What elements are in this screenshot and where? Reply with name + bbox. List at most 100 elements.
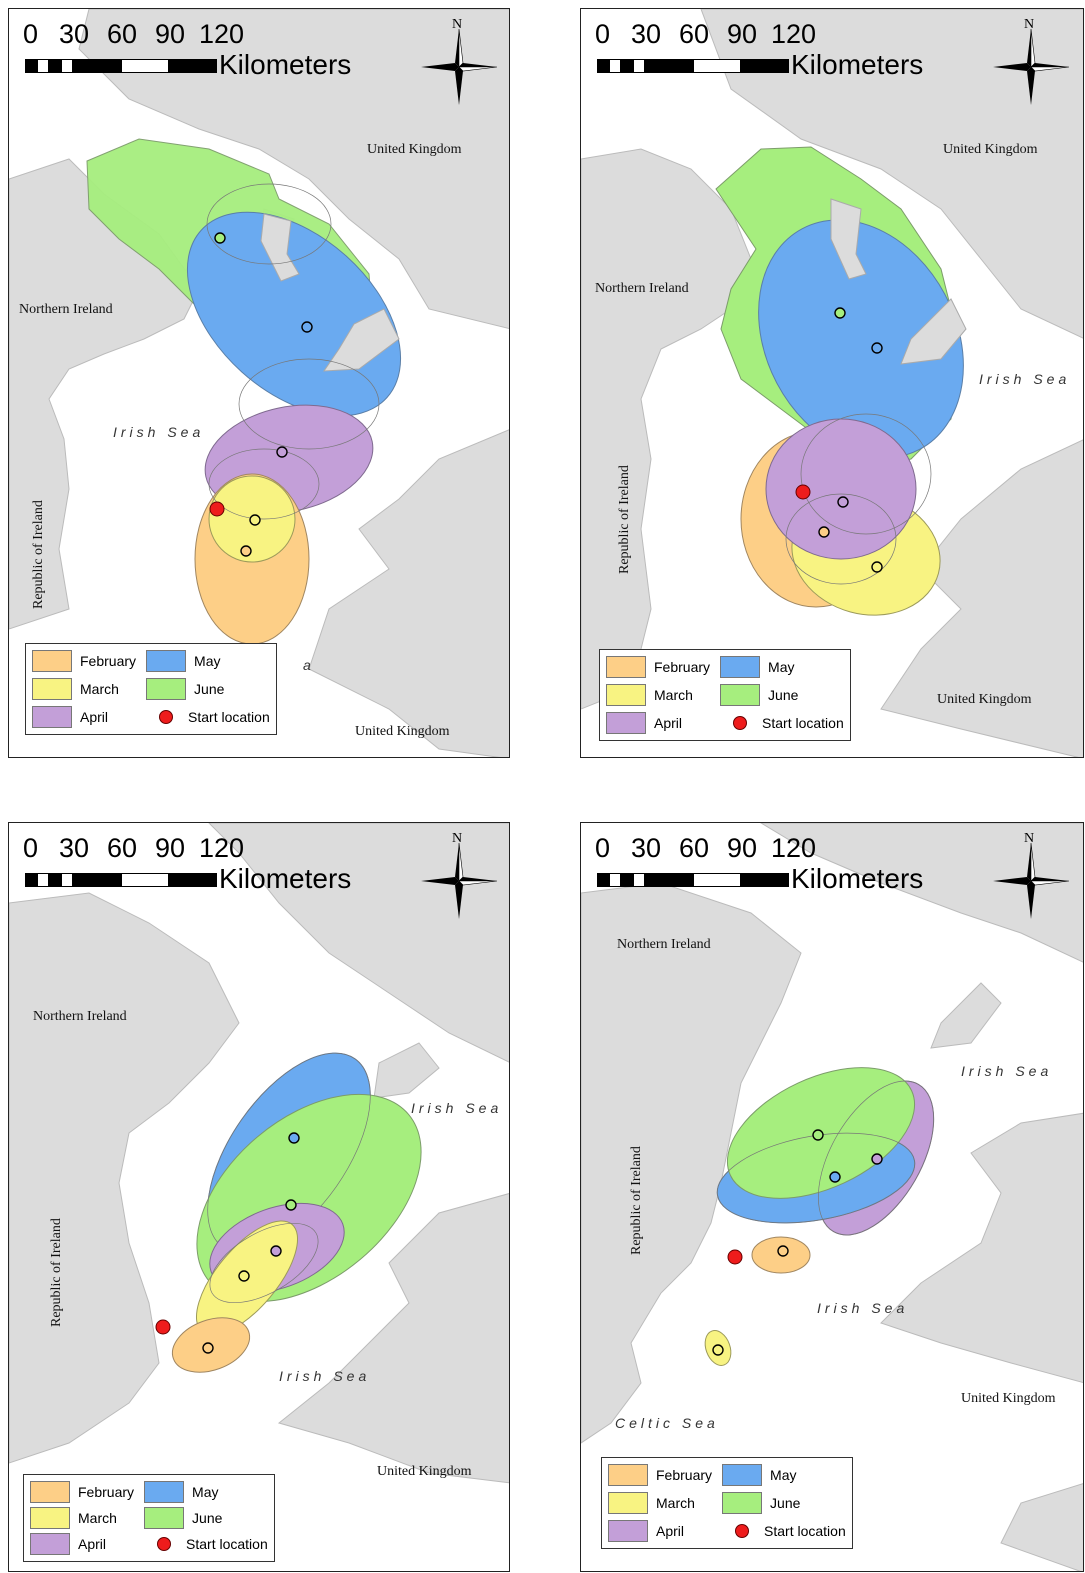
- label-uk-bottom: United Kingdom: [355, 724, 450, 739]
- scale-unit: Kilometers: [791, 49, 924, 80]
- land-isle-overlay: [323, 308, 400, 372]
- june-centroid: [285, 1199, 297, 1211]
- swatch-june: [144, 1507, 185, 1529]
- compass-rose-icon: [993, 843, 1070, 919]
- legend-march: March: [32, 678, 136, 700]
- legend-march: March: [608, 1492, 712, 1514]
- legend-may: May: [146, 650, 270, 672]
- legend: February May March June April Start loca…: [601, 1457, 853, 1549]
- legend-february: February: [606, 656, 710, 678]
- legend-start: Start location: [146, 706, 270, 728]
- label-uk-bottom: United Kingdom: [937, 692, 1032, 707]
- swatch-june: [722, 1492, 763, 1514]
- legend-april: April: [30, 1533, 134, 1555]
- scale-segments: [25, 59, 217, 75]
- june-centroid: [214, 232, 226, 244]
- label-uk-bottom: United Kingdom: [377, 1464, 472, 1479]
- scale-unit: Kilometers: [219, 49, 352, 80]
- april-outline: [817, 1080, 935, 1236]
- label-uk-top: United Kingdom: [943, 142, 1038, 157]
- label-northern-ireland: Northern Ireland: [595, 281, 689, 296]
- scale-unit: Kilometers: [219, 863, 352, 894]
- map-panel-4: 0 30 60 90 120 Kilometers N Northern Ire…: [580, 822, 1084, 1572]
- land-isle: [930, 982, 1002, 1049]
- scale-tick: 30: [631, 833, 662, 863]
- north-arrow: N: [991, 9, 1071, 105]
- north-arrow: N: [419, 823, 499, 919]
- scale-tick: 30: [59, 833, 90, 863]
- label-republic-of-ireland: Republic of Ireland: [31, 500, 46, 609]
- legend-june: June: [144, 1507, 268, 1529]
- march-centroid: [712, 1344, 724, 1356]
- legend-february: February: [608, 1464, 712, 1486]
- land-scotland: [700, 9, 1083, 339]
- start-location-marker: [155, 1319, 171, 1335]
- scale-tick: 120: [771, 833, 817, 863]
- swatch-may: [146, 650, 187, 672]
- legend-start: Start location: [144, 1533, 268, 1555]
- land-wales: [277, 1193, 509, 1484]
- label-northern-ireland: Northern Ireland: [617, 937, 711, 952]
- map-panel-1: 0 30 60 90 120 Kilometers N United Kingd…: [8, 8, 510, 758]
- legend-april: April: [32, 706, 136, 728]
- map-canvas-1: [9, 9, 509, 757]
- map-panel-2: 0 30 60 90 120 Kilometers N United Kingd…: [580, 8, 1084, 758]
- scale-unit: Kilometers: [791, 863, 924, 894]
- may-range: [758, 219, 964, 459]
- scale-tick: 60: [107, 19, 138, 49]
- may-outline: [800, 413, 932, 535]
- legend-may: May: [720, 656, 844, 678]
- legend-may: May: [144, 1481, 268, 1503]
- start-location-marker: [209, 501, 225, 517]
- compass-rose-icon: [993, 29, 1070, 105]
- land-isle-overlay: [900, 298, 967, 365]
- february-centroid: [818, 526, 830, 538]
- north-label: N: [1024, 17, 1035, 32]
- june-outline: [209, 1222, 319, 1304]
- swatch-march: [30, 1507, 70, 1529]
- label-irish-sea: Irish Sea: [113, 424, 205, 440]
- label-partial-sea: a: [303, 657, 315, 673]
- start-location-marker: [795, 484, 811, 500]
- april-centroid: [837, 496, 849, 508]
- land-ireland: [581, 148, 752, 710]
- scale-bar: 0 30 60 90 120 Kilometers: [595, 833, 1015, 903]
- february-centroid: [777, 1245, 789, 1257]
- label-northern-ireland: Northern Ireland: [33, 1009, 127, 1024]
- may-centroid: [288, 1132, 300, 1144]
- label-uk-top: United Kingdom: [367, 142, 462, 157]
- swatch-april: [32, 706, 72, 728]
- land-peninsula-overlay: [830, 198, 867, 280]
- land-wales: [880, 439, 1083, 757]
- swatch-may: [144, 1481, 185, 1503]
- swatch-june: [146, 678, 187, 700]
- scale-tick: 30: [631, 19, 662, 49]
- north-arrow: N: [419, 9, 499, 105]
- map-panel-3: 0 30 60 90 120 Kilometers N Northern Ire…: [8, 822, 510, 1572]
- may-outline: [238, 358, 380, 450]
- scale-tick: 0: [23, 19, 39, 49]
- land-wales: [308, 429, 509, 757]
- june-centroid: [834, 307, 846, 319]
- scale-tick: 120: [771, 19, 817, 49]
- land-cornwall: [1000, 1483, 1083, 1571]
- legend: February May March June April Start loca…: [23, 1474, 275, 1562]
- scale-tick: 0: [595, 833, 611, 863]
- april-outline: [208, 448, 320, 520]
- april-centroid: [871, 1153, 883, 1165]
- scale-bar: 0 30 60 90 120 Kilometers: [595, 19, 1015, 89]
- swatch-june: [720, 684, 761, 706]
- legend-start: Start location: [722, 1520, 846, 1542]
- legend-june: June: [146, 678, 270, 700]
- legend-start: Start location: [720, 712, 844, 734]
- swatch-february: [32, 650, 72, 672]
- scale-ticks: 0 30 60 90 120: [23, 19, 244, 50]
- scale-tick: 60: [107, 833, 138, 863]
- legend-june: June: [720, 684, 844, 706]
- start-dot-icon: [733, 716, 748, 730]
- label-republic-of-ireland: Republic of Ireland: [629, 1146, 644, 1255]
- north-label: N: [1024, 831, 1035, 846]
- start-dot-icon: [735, 1524, 750, 1538]
- swatch-march: [608, 1492, 648, 1514]
- swatch-march: [606, 684, 646, 706]
